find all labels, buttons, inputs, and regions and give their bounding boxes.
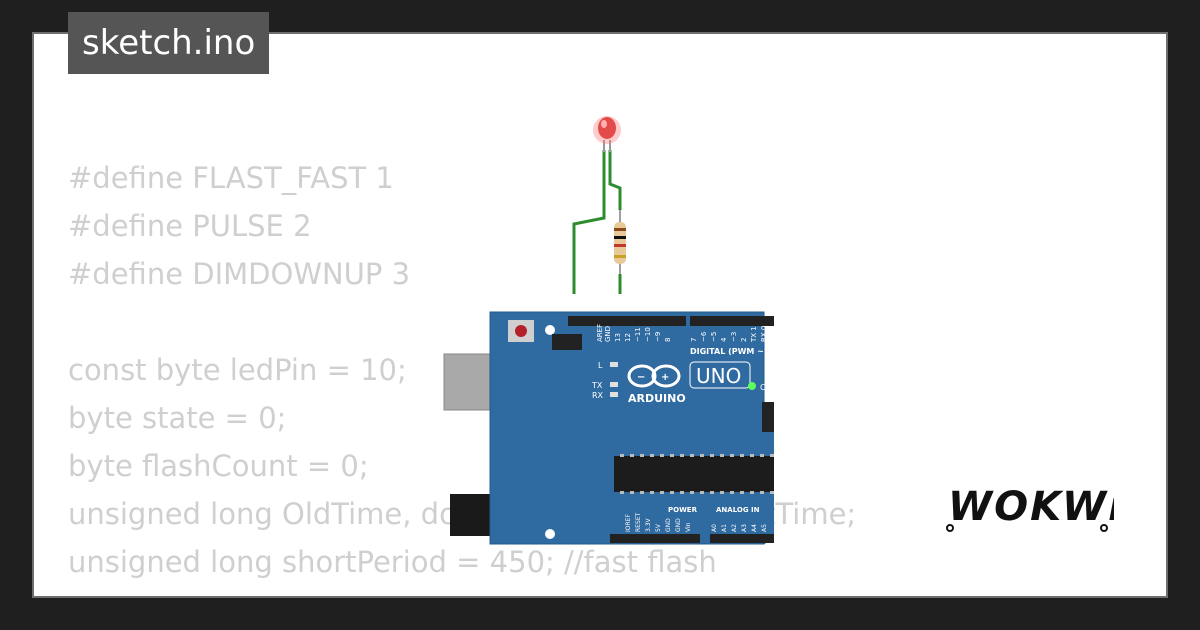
pin-label: 12 [624, 333, 632, 342]
code-line: #define DIMDOWNUP 3 [68, 257, 411, 291]
pin-label: GND [675, 518, 682, 532]
pin-label: TX 1 [750, 326, 758, 343]
pin-label: GND [665, 518, 672, 532]
analog-header [710, 534, 774, 543]
pin-label: ~10 [644, 327, 652, 342]
code-line: byte state = 0; [68, 401, 287, 435]
pin-label: Vin [685, 522, 692, 532]
code-line: unsigned long shortPeriod = 450; //fast … [68, 545, 717, 579]
pin-label: RESET [635, 512, 642, 532]
digital-header-b [690, 316, 774, 326]
digital-header-a [568, 316, 686, 326]
power-label: POWER [668, 506, 698, 514]
code-line: unsigned long longPeriod = 5000; //pulse [68, 586, 856, 596]
preview-card: #define FLAST_FAST 1 #define PULSE 2 #de… [32, 32, 1168, 598]
svg-text:−: − [637, 372, 645, 383]
code-line: #define FLAST_FAST 1 [68, 161, 394, 195]
pin-label: A1 [721, 524, 728, 532]
model-label: UNO [696, 364, 741, 388]
resistor[interactable] [614, 210, 626, 274]
pin-label: IOREF [625, 514, 632, 532]
wire-led-anode [608, 150, 622, 210]
wokwi-logo-text: WOKWi [948, 484, 1114, 530]
pin-label: ~3 [730, 332, 738, 342]
pin-label: GND [604, 326, 612, 342]
pin-label: A0 [711, 524, 718, 532]
svg-text:+: + [661, 372, 669, 383]
analog-label: ANALOG IN [716, 506, 760, 514]
arduino-logo: − + [627, 364, 681, 388]
pin-label: AREF [596, 324, 604, 342]
file-tab[interactable]: sketch.ino [68, 12, 270, 74]
on-led [748, 382, 756, 390]
on-label: ON [760, 383, 772, 392]
pin-label: 8 [664, 338, 672, 342]
pin-label: A4 [751, 524, 758, 532]
pin-label: 13 [614, 333, 622, 342]
digital-label: DIGITAL (PWM ~) [690, 347, 768, 356]
pin-label: 5V [655, 523, 662, 532]
rx-label: RX [592, 391, 604, 400]
pin-label: A5 [761, 524, 768, 532]
code-line: const byte ledPin = 10; [68, 353, 407, 387]
code-line: #define PULSE 2 [68, 209, 312, 243]
brand-label: ARDUINO [628, 392, 686, 405]
tx-label: TX [591, 381, 603, 390]
pin-label: 3.3V [645, 517, 652, 532]
wokwi-logo: WOKWi [946, 484, 1114, 532]
pin-label: A2 [731, 524, 738, 532]
circuit-diagram: AREF GND 13 12 ~11 ~10 ~9 8 7 ~6 ~5 4 ~3… [443, 116, 774, 545]
led[interactable] [593, 116, 621, 152]
pin-label: 7 [690, 338, 698, 342]
pin-label: ~5 [710, 332, 718, 342]
code-line: byte flashCount = 0; [68, 449, 369, 483]
pin-label: A3 [741, 524, 748, 532]
power-header [610, 534, 700, 543]
pin-label: ~9 [654, 332, 662, 342]
pin-label: 2 [740, 338, 748, 342]
wire-gnd [572, 150, 606, 294]
pin-label: ~11 [634, 327, 642, 342]
microcontroller-chip [614, 456, 774, 492]
pin-label: RX 0 [760, 326, 768, 342]
pin-label: ~6 [700, 331, 708, 342]
pin-label: 4 [720, 337, 728, 342]
l-label: L [598, 361, 603, 370]
